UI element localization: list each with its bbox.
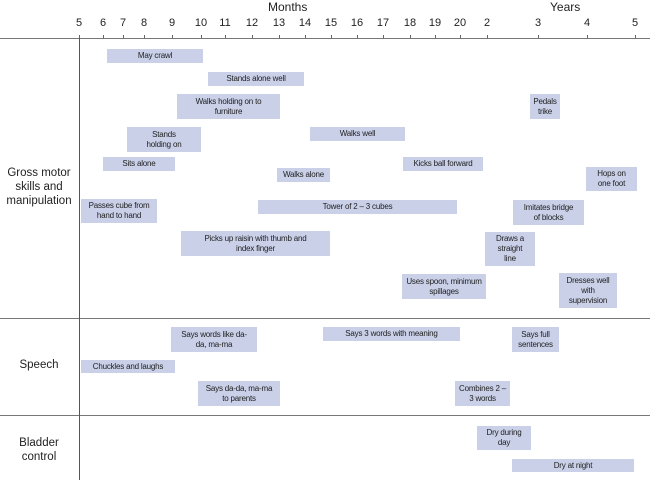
tick-mark bbox=[201, 35, 202, 39]
milestone-stands-holding: Stands holding on bbox=[127, 127, 201, 152]
tick-label: 7 bbox=[119, 17, 127, 29]
tick-label: 8 bbox=[140, 17, 148, 29]
tick-label: 18 bbox=[403, 17, 417, 29]
milestone-walks-well: Walks well bbox=[310, 127, 405, 141]
milestone-may-crawl: May crawl bbox=[107, 49, 203, 63]
milestone-passes-cube: Passes cube from hand to hand bbox=[81, 199, 157, 223]
milestone-full-sentences: Says full sentences bbox=[512, 327, 559, 352]
tick-label: 16 bbox=[350, 17, 364, 29]
milestone-label: Dry at night bbox=[553, 460, 593, 470]
tick-mark bbox=[103, 35, 104, 39]
milestone-says-dada-parents: Says da-da, ma-ma to parents bbox=[198, 381, 280, 406]
milestone-label: Walks well bbox=[339, 129, 376, 138]
tick-mark bbox=[487, 35, 488, 39]
tick-label: 9 bbox=[168, 17, 176, 29]
tick-mark bbox=[538, 35, 539, 39]
milestone-dry-night: Dry at night bbox=[512, 459, 634, 472]
tick-mark bbox=[279, 35, 280, 39]
milestone-label: Says full sentences bbox=[518, 329, 553, 349]
milestone-picks-raisin: Picks up raisin with thumb and index fin… bbox=[181, 231, 330, 256]
milestone-draws-line: Draws a straight line bbox=[485, 232, 535, 266]
milestone-dresses: Dresses well with supervision bbox=[559, 273, 617, 308]
tick-label: 10 bbox=[194, 17, 208, 29]
milestone-stands-alone-well: Stands alone well bbox=[208, 72, 304, 86]
section-divider bbox=[0, 318, 650, 319]
milestone-label: Sits alone bbox=[122, 159, 156, 168]
tick-mark bbox=[123, 35, 124, 39]
tick-mark bbox=[460, 35, 461, 39]
milestone-label: Picks up raisin with thumb and index fin… bbox=[204, 233, 307, 253]
milestone-label: Walks alone bbox=[282, 170, 325, 179]
tick-label: 12 bbox=[245, 17, 259, 29]
tick-mark bbox=[225, 35, 226, 39]
tick-mark bbox=[357, 35, 358, 39]
milestone-label: Kicks ball forward bbox=[413, 159, 473, 168]
tick-label: 13 bbox=[272, 17, 286, 29]
section-label-bladder: Bladder control bbox=[19, 437, 59, 463]
tick-label: 6 bbox=[99, 17, 107, 29]
tick-label: 15 bbox=[324, 17, 338, 29]
milestone-label: Pedals trike bbox=[533, 96, 557, 116]
milestone-label: Imitates bridge of blocks bbox=[523, 202, 574, 222]
axis-line bbox=[79, 38, 80, 480]
tick-mark bbox=[410, 35, 411, 39]
milestone-tower: Tower of 2 – 3 cubes bbox=[258, 200, 457, 214]
milestone-imitates-bridge: Imitates bridge of blocks bbox=[513, 200, 584, 225]
milestone-combines: Combines 2 – 3 words bbox=[455, 381, 510, 406]
milestone-dry-day: Dry during day bbox=[477, 426, 531, 450]
tick-mark bbox=[305, 35, 306, 39]
tick-mark bbox=[635, 35, 636, 39]
tick-mark bbox=[172, 35, 173, 39]
tick-mark bbox=[144, 35, 145, 39]
milestone-label: Tower of 2 – 3 cubes bbox=[322, 202, 393, 211]
milestone-walks-alone: Walks alone bbox=[277, 168, 330, 182]
section-divider bbox=[0, 415, 650, 416]
milestone-label: Says da-da, ma-ma to parents bbox=[205, 383, 273, 403]
tick-label: 19 bbox=[428, 17, 442, 29]
milestone-label: Stands holding on bbox=[146, 129, 182, 149]
milestone-uses-spoon: Uses spoon, minimum spillages bbox=[402, 274, 486, 299]
milestone-label: Draws a straight line bbox=[496, 234, 524, 263]
milestone-label: Dry during day bbox=[486, 428, 522, 447]
tick-label: 5 bbox=[75, 17, 83, 29]
milestone-pedals-trike: Pedals trike bbox=[530, 94, 560, 119]
tick-label: 14 bbox=[298, 17, 312, 29]
tick-label: 2 bbox=[483, 17, 491, 29]
tick-mark bbox=[331, 35, 332, 39]
tick-mark bbox=[79, 35, 80, 39]
milestone-walks-holding: Walks holding on to furniture bbox=[177, 94, 280, 119]
milestone-label: Hops on one foot bbox=[597, 169, 626, 188]
milestone-kicks-ball: Kicks ball forward bbox=[403, 157, 483, 171]
tick-mark bbox=[383, 35, 384, 39]
milestone-chuckles: Chuckles and laughs bbox=[81, 360, 175, 373]
tick-label: 11 bbox=[219, 17, 231, 29]
section-label-speech: Speech bbox=[19, 359, 59, 371]
milestone-label: Combines 2 – 3 words bbox=[459, 383, 506, 403]
section-label-gross-motor: Gross motor skills and manipulation bbox=[6, 167, 72, 207]
tick-label: 3 bbox=[534, 17, 542, 29]
milestone-label: Chuckles and laughs bbox=[92, 361, 164, 371]
milestone-label: Uses spoon, minimum spillages bbox=[406, 276, 482, 296]
milestone-label: Says words like da-da, ma-ma bbox=[181, 329, 247, 349]
milestone-label: Says 3 words with meaning bbox=[345, 329, 438, 338]
tick-label: 5 bbox=[631, 17, 639, 29]
milestone-label: Passes cube from hand to hand bbox=[88, 201, 150, 220]
milestone-says-3-words: Says 3 words with meaning bbox=[323, 327, 460, 341]
tick-label: 20 bbox=[453, 17, 467, 29]
milestone-label: Stands alone well bbox=[226, 74, 286, 83]
years-axis-title: Years bbox=[550, 0, 581, 14]
tick-label: 4 bbox=[583, 17, 591, 29]
milestone-label: Walks holding on to furniture bbox=[195, 96, 262, 116]
tick-mark bbox=[587, 35, 588, 39]
tick-label: 17 bbox=[376, 17, 390, 29]
milestone-sits-alone: Sits alone bbox=[103, 157, 175, 171]
header-divider bbox=[0, 38, 650, 39]
milestone-label: Dresses well with supervision bbox=[566, 275, 610, 305]
tick-mark bbox=[435, 35, 436, 39]
milestone-says-words-like: Says words like da-da, ma-ma bbox=[171, 327, 257, 352]
milestone-label: May crawl bbox=[137, 51, 173, 60]
months-axis-title: Months bbox=[268, 0, 308, 14]
tick-mark bbox=[252, 35, 253, 39]
milestone-hops: Hops on one foot bbox=[586, 167, 637, 191]
